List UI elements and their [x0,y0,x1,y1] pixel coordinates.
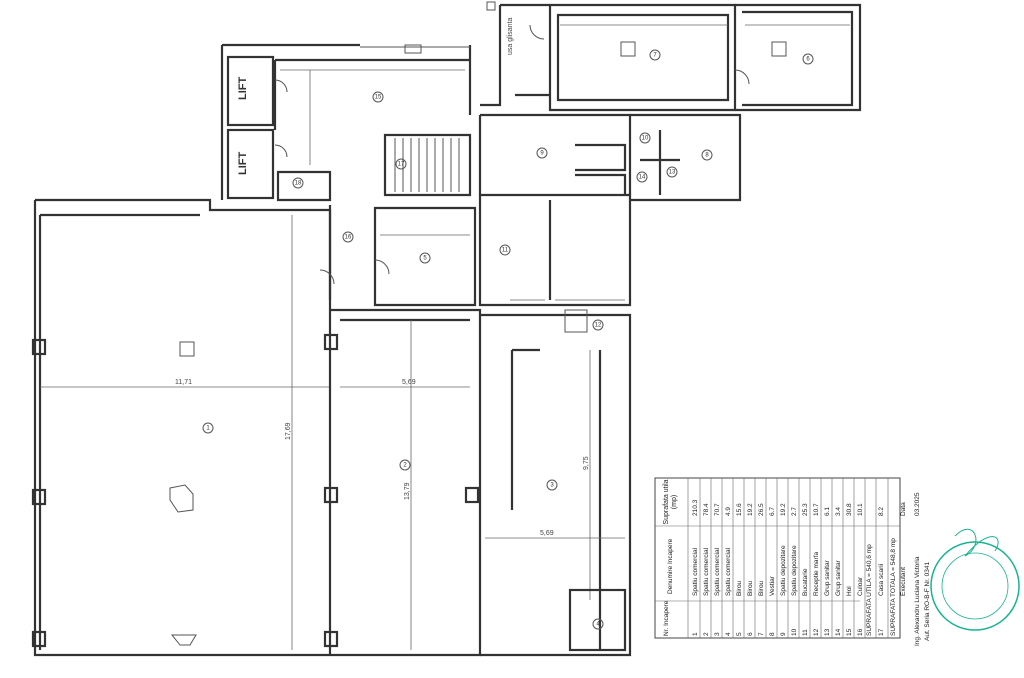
executant-label: Executant [900,567,907,596]
room-3 [480,309,632,657]
legend-name: Spatiu depozitare [791,545,798,596]
legend-area: 26.5 [758,503,765,516]
legend-area: 10.7 [813,503,820,516]
svg-text:10: 10 [642,136,649,142]
dimension-label: 5,69 [402,379,416,386]
legend-name: Spatiu comercial [703,547,710,596]
executant-block: Executant Data Ing. Alexandru Luciana Vi… [900,492,1020,646]
svg-text:14: 14 [639,175,646,181]
legend-nr: 15 [846,628,853,636]
legend-area: 6.7 [769,507,776,516]
legend-area: 19.2 [780,503,787,516]
legend-nr: 7 [758,632,765,636]
sliding-door-label: usa glisanta [507,18,514,55]
legend-area: 3.4 [835,507,842,516]
legend-nr: 1 [692,632,699,636]
legend-area: 210.3 [692,499,699,516]
dimension-label: 17,69 [285,422,292,440]
legend-name: Birou [758,580,765,596]
dimension-label: 9,75 [583,456,590,470]
room-1 [31,198,330,657]
legend-area: 19.2 [747,503,754,516]
legend-name: Birou [747,580,754,596]
authorization-number: Aut. Seria RO-B-F Nr. 0341 [924,562,931,641]
svg-text:1: 1 [206,426,210,432]
legend-nr: 17 [878,628,885,636]
svg-text:18: 18 [295,181,302,187]
svg-text:3: 3 [550,483,554,489]
legend-area: 30.8 [846,503,853,516]
legend-nr: 8 [769,632,776,636]
legend-nr: 11 [802,629,809,636]
lift-label: LIFT [237,77,249,100]
legend-name: Vestiar [769,575,776,596]
svg-text:13: 13 [669,170,676,176]
legend-nr: 2 [703,632,710,636]
authorization-stamp [930,528,1020,631]
legend-area: 8.2 [878,507,885,516]
svg-text:8: 8 [705,153,709,159]
legend-nr: 6 [747,632,754,636]
legend-nr: 10 [791,628,798,636]
executant-name: Ing. Alexandru Luciana Victoria [914,556,921,646]
legend-area: 25.3 [802,503,809,516]
date-label: Data [900,502,907,516]
legend-area: 2.7 [791,507,798,516]
legend-name: Hol [846,586,853,596]
legend-name: Spatiu comercial [725,547,732,596]
legend-nr: 13 [824,628,831,636]
legend-name: Culoar [857,576,864,596]
legend-nr: 3 [714,632,721,636]
legend-name: Spatiu comercial [692,547,699,596]
legend-nr: 16 [857,628,864,636]
dimension-label: 13,79 [404,482,411,500]
legend-area: 78.4 [703,503,710,516]
legend-area: 15.6 [736,503,743,516]
legend-name: Spatiu depozitare [780,545,787,596]
svg-text:6: 6 [806,57,810,63]
svg-text:4: 4 [596,622,600,628]
svg-text:12: 12 [595,323,602,329]
svg-text:9: 9 [540,151,544,157]
legend-nr: 12 [813,628,820,636]
svg-text:16: 16 [345,235,352,241]
legend-area: 6.1 [824,507,831,516]
legend-nr: 4 [725,632,732,636]
legend-nr: 14 [835,628,842,636]
dimension-label: 11,71 [175,379,192,386]
legend-header-area: Suprafata utila (mp) [663,479,678,525]
legend-subtotal: SUPRAFATA UTILA = 540,6 mp [866,544,873,636]
room-2 [323,210,482,657]
dimension-label: 5,69 [540,530,554,537]
legend-name: Grup sanitar [824,559,831,596]
svg-text:11: 11 [502,248,509,254]
legend-nr: 5 [736,632,743,636]
room-legend-table: Nr. Incapere Denumire Incapere 1 Spatiu c… [650,476,903,662]
legend-name: Grup sanitar [835,559,842,596]
legend-name: Receptie marfa [813,552,820,596]
svg-text:7: 7 [653,53,657,59]
date-value: 03.2025 [914,492,921,516]
svg-text:5: 5 [423,256,427,262]
legend-header-name: Denumire Incapere [667,538,674,594]
room-number-markers: 1 2 3 4 5 6 7 8 9 10 11 12 13 14 15 16 1… [202,49,814,630]
legend-header-nr: Nr. Incapere [663,600,670,636]
legend-area: 4.9 [725,507,732,516]
top-left-block: LIFT LIFT [220,43,472,202]
svg-text:2: 2 [403,463,407,469]
legend-nr: 9 [780,632,787,636]
legend-total: SUPRAFATA TOTALA = 548,8 mp [890,538,897,636]
top-right-block: usa glisanta [480,1,862,112]
legend-name: Bucatarie [802,568,809,596]
svg-text:17: 17 [398,162,405,168]
legend-name: Birou [736,580,743,596]
middle-rooms [319,113,742,307]
legend-area: 70.7 [714,503,721,516]
lift-label: LIFT [237,152,249,175]
svg-text:15: 15 [375,95,382,101]
legend-area: 10.1 [857,503,864,516]
legend-name: Spatiu comercial [714,547,721,596]
legend-name: Casa scarii [878,564,885,596]
